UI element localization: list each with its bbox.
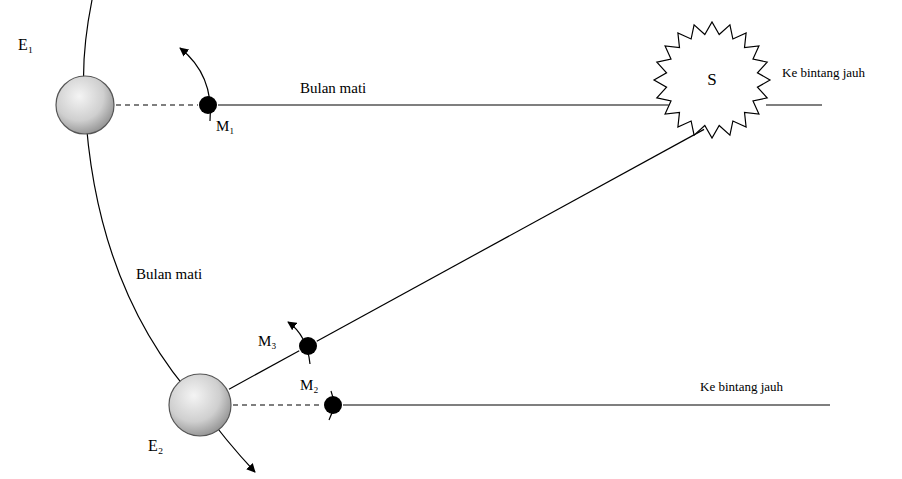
star-direction-line <box>766 104 822 105</box>
earth-circle: E₂ <box>168 373 232 437</box>
dashed-connector <box>233 404 323 405</box>
body-label: M₂ <box>300 377 319 394</box>
phase-label: Bulan mati <box>136 266 202 283</box>
moon-dot: M₁ <box>199 96 217 114</box>
star-direction-line <box>343 404 830 405</box>
earth-shape <box>168 373 232 437</box>
sun-star: S <box>652 20 772 140</box>
sight-line <box>229 351 299 389</box>
moon-dot: M₃ <box>299 337 317 355</box>
body-label: E₁ <box>18 36 33 54</box>
sun-label: S <box>707 71 716 90</box>
body-label: E₂ <box>148 437 163 455</box>
direction-label: Ke bintang jauh <box>782 66 865 80</box>
earth-circle: E₁ <box>55 75 115 135</box>
moon-dot: M₂ <box>324 396 342 414</box>
sight-line <box>218 104 669 105</box>
moon-shape <box>299 337 317 355</box>
body-label: M₁ <box>216 118 235 135</box>
moon-shape <box>199 96 217 114</box>
earth-shape <box>55 75 115 135</box>
dashed-connector <box>116 104 198 105</box>
earth-orbit <box>84 0 255 472</box>
direction-label: Ke bintang jauh <box>700 380 783 394</box>
moon-shape <box>324 396 342 414</box>
body-label: M₃ <box>258 333 277 350</box>
phase-label: Bulan mati <box>300 80 366 97</box>
sight-line <box>317 129 704 341</box>
